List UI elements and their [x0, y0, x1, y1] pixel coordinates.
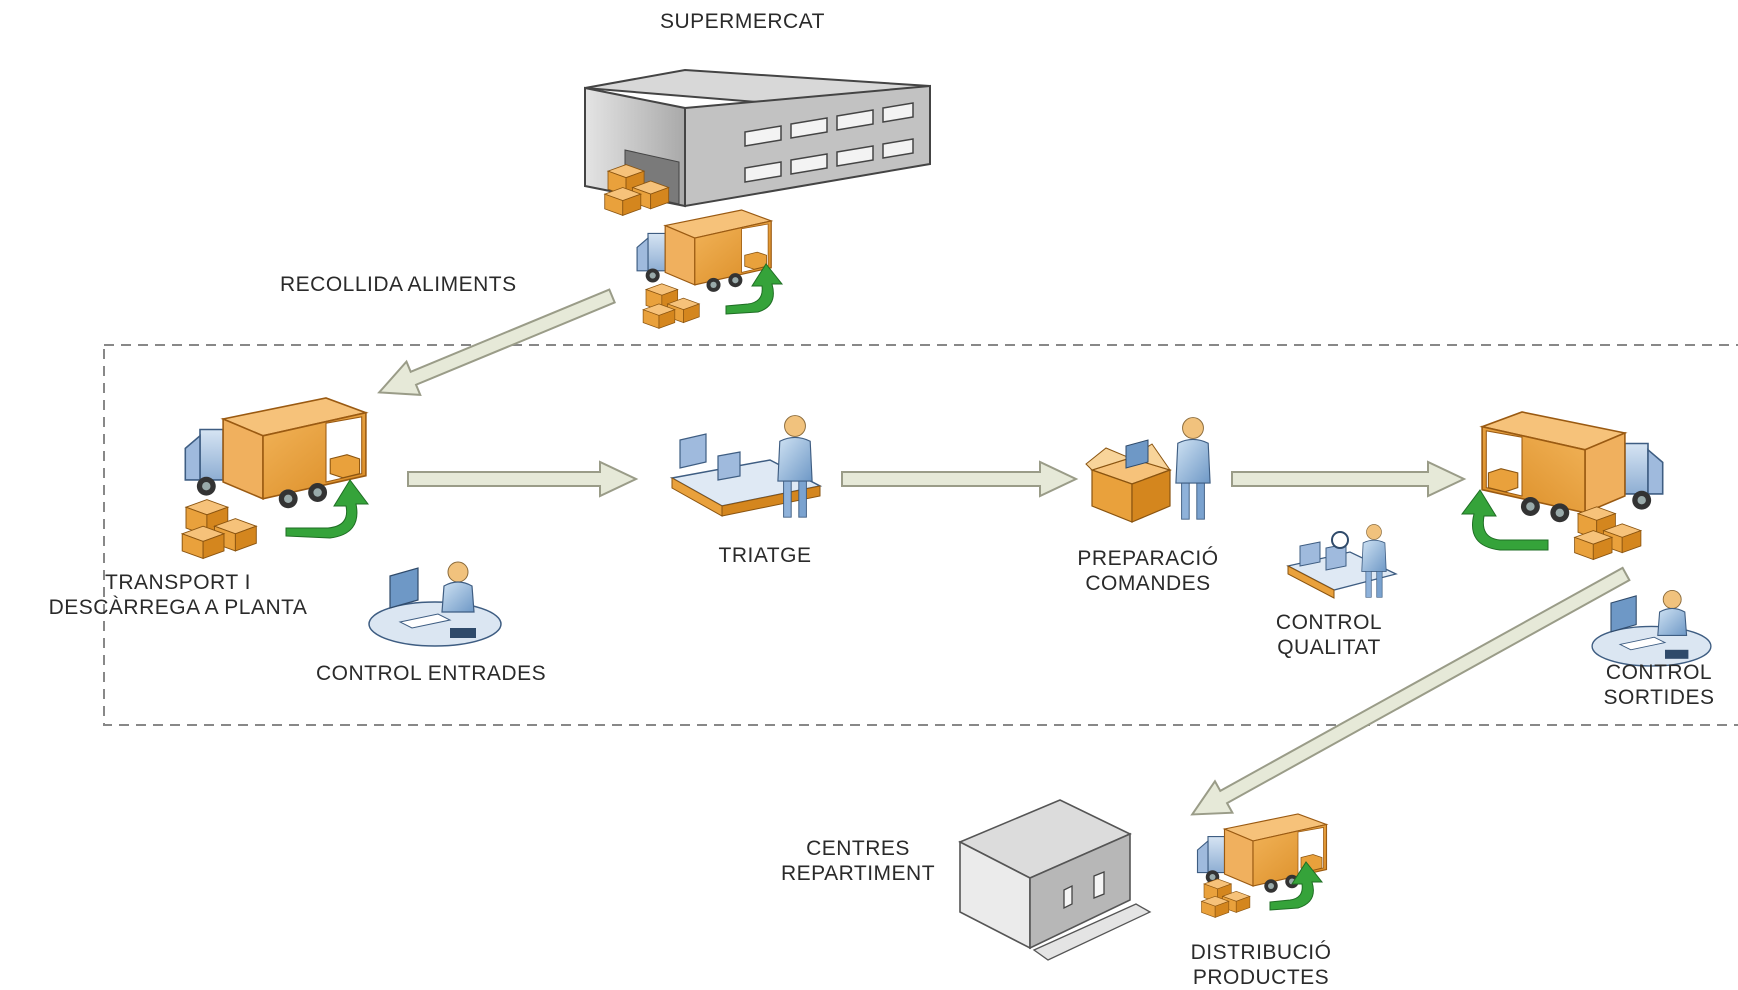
product-distribution-label: DISTRIBUCIÓ PRODUCTES [1156, 940, 1366, 990]
supermarket-warehouse-icon [584, 68, 931, 208]
transport-delivery-truck-icon [184, 397, 367, 510]
distribution-center-warehouse-icon [958, 799, 1152, 961]
food-collection-label: RECOLLIDA ALIMENTS [280, 273, 517, 296]
quality-control-label: CONTROL QUALITAT [1254, 610, 1404, 660]
plant-boundary [103, 344, 1738, 726]
transport-label-line1: TRANSPORT I [105, 571, 251, 594]
arrow-collection-to-plant [377, 288, 616, 397]
transport-label-line2: DESCÀRREGA A PLANTA [48, 596, 308, 619]
product-distribution-label-line2: PRODUCTES [1192, 966, 1330, 989]
order-preparation-label-line2: COMANDES [1085, 572, 1211, 595]
quality-control-label-line1: CONTROL [1275, 611, 1383, 634]
output-boxes-icon [1574, 506, 1642, 560]
output-delivery-truck-icon [1481, 411, 1664, 524]
entry-control-label: CONTROL ENTRADES [316, 662, 547, 685]
distribution-green-arrow-icon [1269, 861, 1324, 911]
arrow-transport-to-sorting [407, 460, 639, 498]
arrow-preparation-to-output [1231, 460, 1467, 498]
arrow-output-to-distribution [1190, 566, 1631, 816]
output-control-label: CONTROL SORTIDES [1584, 660, 1734, 710]
output-control-workstation-icon [1591, 589, 1712, 667]
collection-green-arrow-icon [725, 263, 784, 315]
arrow-sorting-to-preparation [841, 460, 1079, 498]
distribution-boxes-icon [1201, 878, 1251, 918]
output-control-label-line1: CONTROL [1605, 661, 1713, 684]
order-preparation-label-line1: PREPARACIÓ [1077, 547, 1219, 570]
order-preparation-packing-worker-icon [1085, 416, 1211, 523]
output-green-arrow-icon [1461, 489, 1549, 551]
distribution-centers-label: CENTRES REPARTIMENT [758, 836, 958, 886]
sorting-label: TRIATGE [718, 544, 812, 567]
product-distribution-label-line1: DISTRIBUCIÓ [1190, 941, 1332, 964]
distribution-centers-label-line2: REPARTIMENT [780, 862, 936, 885]
quality-control-label-line2: QUALITAT [1277, 636, 1381, 659]
sorting-conveyor-worker-icon [669, 414, 823, 518]
transport-green-arrow-icon [285, 479, 369, 539]
quality-control-inspection-worker-icon [1286, 524, 1398, 599]
transport-boxes-icon [181, 499, 257, 559]
distribution-centers-label-line1: CENTRES [806, 837, 910, 860]
output-control-label-line2: SORTIDES [1603, 686, 1715, 709]
transport-label: TRANSPORT I DESCÀRREGA A PLANTA [16, 570, 340, 620]
entry-control-workstation-icon [368, 561, 502, 647]
collection-delivery-truck-icon [636, 209, 772, 293]
collection-boxes-icon [642, 283, 700, 329]
supermarket-label: SUPERMERCAT [660, 10, 825, 33]
order-preparation-label: PREPARACIÓ COMANDES [1040, 546, 1256, 596]
